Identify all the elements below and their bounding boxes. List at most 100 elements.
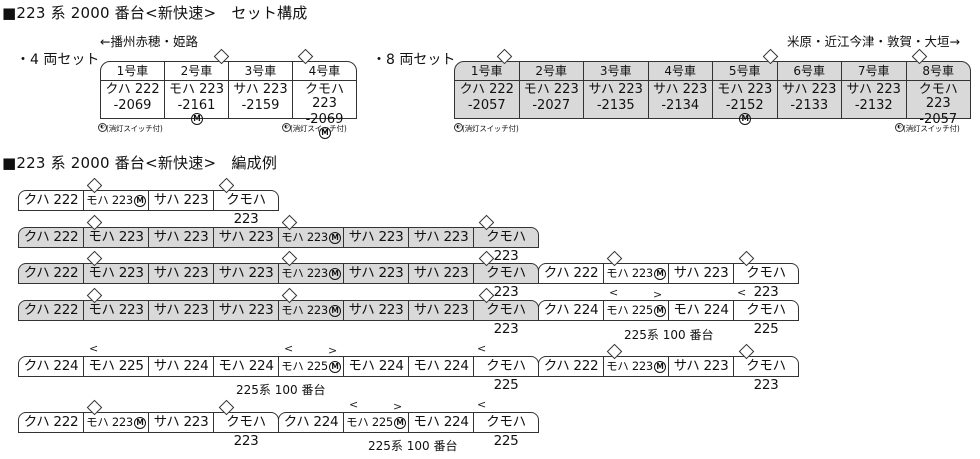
car-serial-text: -2134 bbox=[661, 98, 700, 113]
formation-car: クハ 222 bbox=[18, 412, 84, 433]
car-type: サハ 223 bbox=[588, 82, 643, 97]
formation-car: サハ 223 bbox=[668, 263, 734, 284]
car-serial-text: -2069 bbox=[113, 98, 152, 113]
formation-car: クハ 222 bbox=[538, 356, 604, 377]
formation-car: サハ 223 bbox=[213, 227, 279, 248]
formation-car: モハ 224 bbox=[408, 412, 474, 433]
car-type: クハ 222 bbox=[23, 192, 79, 208]
car-serial: -2159 bbox=[229, 97, 292, 113]
formation-car: クモハ 223 bbox=[213, 190, 279, 227]
set8-note-right: (消灯スイッチ付) bbox=[903, 124, 960, 133]
car-type: サハ 224 bbox=[153, 358, 209, 374]
formation-car: クハ 222 bbox=[18, 190, 84, 211]
car-type: サハ 223 bbox=[413, 265, 469, 281]
set4-car: 1号車クハ 222-2069 bbox=[100, 61, 165, 119]
car-serial: -2132 bbox=[842, 97, 906, 113]
formation-car: サハ 223 bbox=[213, 263, 279, 284]
car-type: モハ 223 bbox=[281, 266, 328, 280]
car-type: モハ 225 bbox=[281, 359, 328, 373]
single-arm-pantograph-icon: < bbox=[349, 398, 359, 411]
car-serial: -2057 bbox=[455, 97, 519, 113]
car-serial-text: -2133 bbox=[790, 98, 829, 113]
car-type: サハ 223 bbox=[218, 265, 274, 281]
set8-car: 8号車クモハ 223-2057 bbox=[905, 61, 971, 127]
set8-note-left: (消灯スイッチ付) bbox=[462, 124, 519, 133]
car-serial-text: -2069 bbox=[305, 112, 344, 127]
formation-car: クモハ 225 bbox=[473, 356, 539, 393]
car-type: クハ 222 bbox=[23, 265, 79, 281]
formation-car: クハ 222 bbox=[18, 300, 84, 321]
formation-car: クモハ 223 bbox=[473, 227, 539, 264]
tail-lamp-switch-icon: ◐ bbox=[98, 123, 107, 132]
formation-car: クモハ 223 bbox=[473, 300, 539, 337]
car-type: モハ 224 bbox=[348, 358, 404, 374]
car-type: サハ 223 bbox=[218, 229, 274, 245]
car-serial: -2134 bbox=[649, 97, 713, 113]
formation-car: クハ 224 bbox=[18, 356, 84, 377]
car-type: モハ 223 bbox=[281, 230, 328, 244]
motor-row: M bbox=[293, 127, 356, 139]
formation-car: クハ 222 bbox=[538, 263, 604, 284]
set8-car: 6号車サハ 223-2133 bbox=[776, 61, 842, 119]
motor-car-icon: M bbox=[133, 416, 146, 429]
motor-car-icon: M bbox=[393, 416, 406, 429]
car-type: クハ 222 bbox=[23, 414, 79, 430]
car-type: クハ 222 bbox=[543, 265, 599, 281]
car-serial-text: -2159 bbox=[241, 98, 280, 113]
car-type: サハ 223 bbox=[348, 229, 404, 245]
car-type: モハ 225 bbox=[88, 358, 144, 374]
car-type: モハ 223 bbox=[606, 359, 653, 373]
formation-car: クモハ 225 bbox=[473, 412, 539, 449]
car-type: モハ 223 bbox=[169, 82, 224, 97]
car-type: クモハ 223 bbox=[746, 265, 786, 300]
tail-lamp-switch-icon: ◐ bbox=[454, 123, 463, 132]
formation-car: クハ 224 bbox=[538, 300, 604, 321]
set8-car: 4号車サハ 223-2134 bbox=[647, 61, 713, 119]
car-serial: -2069 bbox=[293, 111, 356, 127]
formation-car: モハ 223 bbox=[83, 227, 149, 248]
car-type: サハ 223 bbox=[413, 302, 469, 318]
car-type: サハ 223 bbox=[218, 302, 274, 318]
single-arm-pantograph-icon: > bbox=[653, 288, 663, 301]
formation-car: サハ 223 bbox=[148, 263, 214, 284]
car-type: クモハ 225 bbox=[486, 414, 526, 449]
formation-car: サハ 223 bbox=[148, 300, 214, 321]
car-type: モハ 223 bbox=[86, 193, 133, 207]
car-type: クハ 222 bbox=[105, 82, 160, 97]
formation-car: クハ 224 bbox=[278, 412, 344, 433]
car-type: モハ 223 bbox=[86, 415, 133, 429]
single-arm-pantograph-icon: < bbox=[284, 342, 294, 355]
car-number: 4号車 bbox=[293, 62, 356, 81]
car-number: 3号車 bbox=[584, 62, 648, 81]
car-type: モハ 223 bbox=[88, 265, 144, 281]
car-type: モハ 223 bbox=[717, 82, 773, 97]
car-serial-text: -2161 bbox=[177, 98, 216, 113]
motor-row: M bbox=[713, 113, 777, 125]
car-type: モハ 223 bbox=[523, 82, 579, 97]
set8-car: 7号車サハ 223-2132 bbox=[841, 61, 907, 119]
motor-car-icon: M bbox=[653, 304, 666, 317]
formation-car: サハ 223 bbox=[668, 356, 734, 377]
series225-label: 225系 100 番台 bbox=[624, 328, 714, 342]
series225-label: 225系 100 番台 bbox=[368, 439, 458, 453]
single-arm-pantograph-icon: < bbox=[609, 286, 619, 299]
formation-car: クモハ 223 bbox=[473, 263, 539, 300]
single-arm-pantograph-icon: < bbox=[477, 342, 487, 355]
single-arm-pantograph-icon: < bbox=[89, 342, 99, 355]
formation-car: モハ 223 bbox=[83, 263, 149, 284]
single-arm-pantograph-icon: < bbox=[477, 398, 487, 411]
formation-car: クモハ 223 bbox=[733, 263, 799, 300]
car-type: モハ 224 bbox=[673, 302, 729, 318]
formation-car: モハ 224 bbox=[668, 300, 734, 321]
formation-car: モハ 224 bbox=[343, 356, 409, 377]
car-number: 4号車 bbox=[648, 62, 712, 81]
car-number: 8号車 bbox=[906, 62, 970, 81]
set4-direction-left: ←播州赤穂・姫路 bbox=[100, 34, 198, 49]
set8-label: ・8 両セット bbox=[372, 52, 456, 68]
formation-car: サハ 224 bbox=[148, 356, 214, 377]
car-type: クハ 224 bbox=[283, 414, 339, 430]
